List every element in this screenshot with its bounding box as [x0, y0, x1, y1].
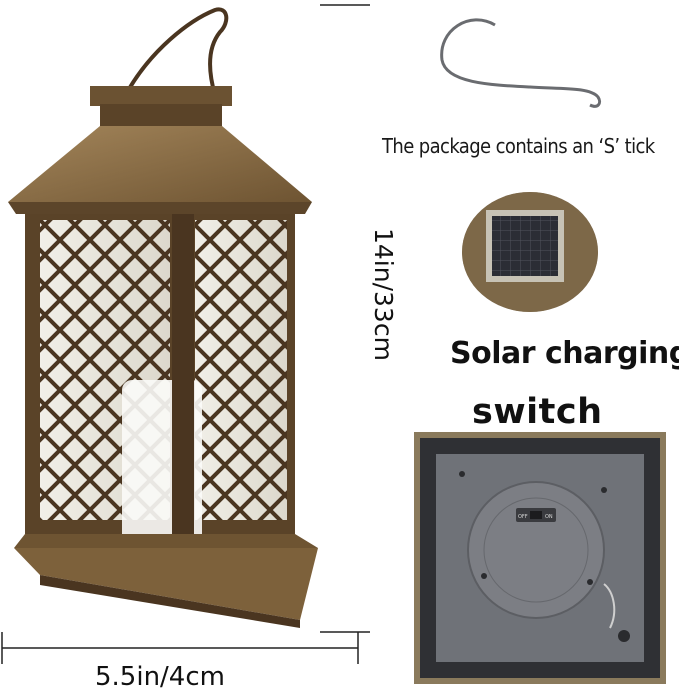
s-hook-image	[440, 18, 602, 108]
solar-panel-image	[462, 192, 598, 312]
height-dimension-label: 14in/33cm	[369, 228, 398, 361]
switch-off-label: OFF	[518, 514, 528, 520]
switch-caption: switch	[472, 392, 603, 432]
hook-caption: The package contains an ‘S’ tick	[382, 134, 655, 158]
width-dimension-label: 5.5in/4cm	[95, 662, 225, 692]
base-switch-image: OFF ON	[414, 432, 666, 684]
lantern-image	[1, 4, 370, 664]
switch-on-label: ON	[545, 514, 553, 520]
solar-caption: Solar charging	[450, 336, 679, 371]
